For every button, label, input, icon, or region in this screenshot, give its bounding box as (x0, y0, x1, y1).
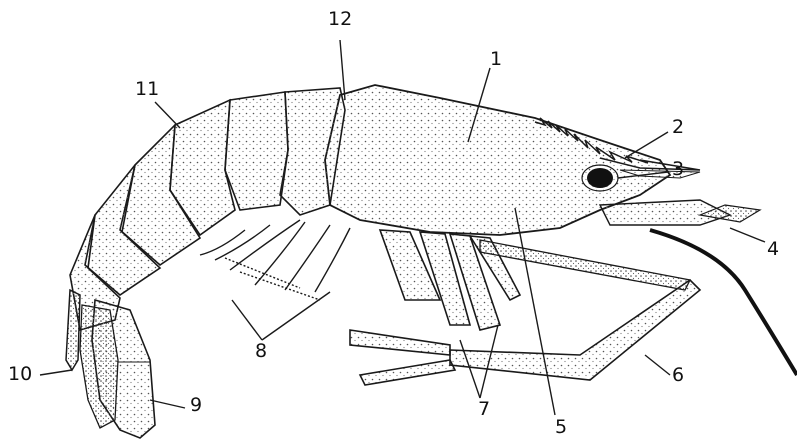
label-4: 4 (767, 240, 779, 259)
abdomen-segment-2 (225, 92, 288, 210)
label-1: 1 (490, 50, 502, 69)
label-6: 6 (672, 366, 684, 385)
pleopods (200, 220, 350, 300)
label-3: 3 (672, 160, 684, 179)
label-7: 7 (478, 400, 490, 419)
label-10: 10 (8, 365, 32, 384)
label-2: 2 (672, 118, 684, 137)
label-8: 8 (255, 342, 267, 361)
label-11: 11 (135, 80, 159, 99)
telson (66, 290, 80, 370)
label-9: 9 (190, 396, 202, 415)
label-12: 12 (328, 10, 352, 29)
eye (587, 168, 613, 188)
label-5: 5 (555, 418, 567, 437)
